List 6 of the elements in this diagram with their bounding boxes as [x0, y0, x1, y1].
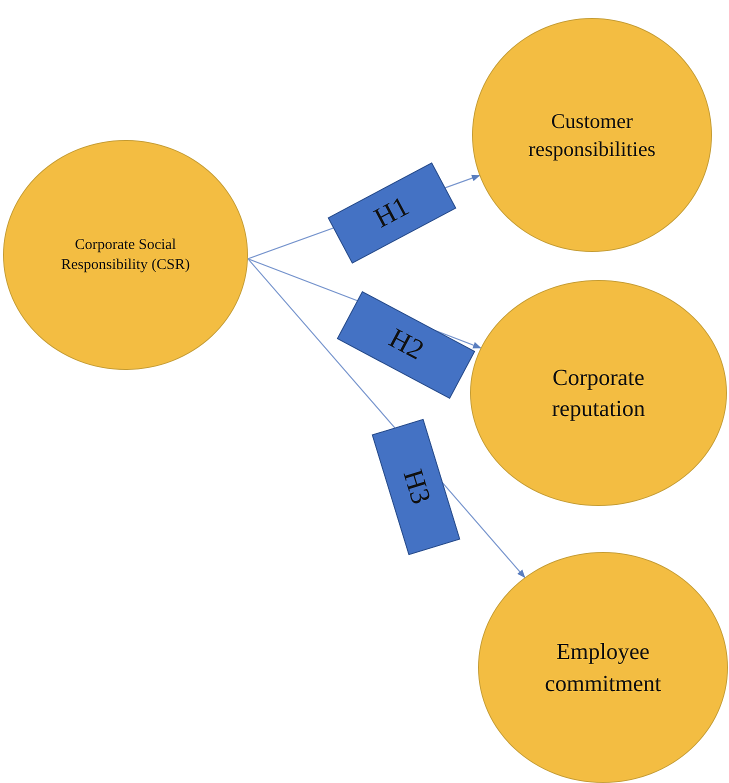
construct-label: Corporate reputation: [550, 364, 646, 423]
construct-label: Customer responsibilities: [527, 108, 657, 163]
edge-label: H3: [372, 418, 460, 556]
construct-label: Corporate Social Responsibility (CSR): [60, 236, 191, 275]
edge-label: H1: [328, 162, 456, 264]
construct-label: Employee commitment: [544, 638, 662, 698]
